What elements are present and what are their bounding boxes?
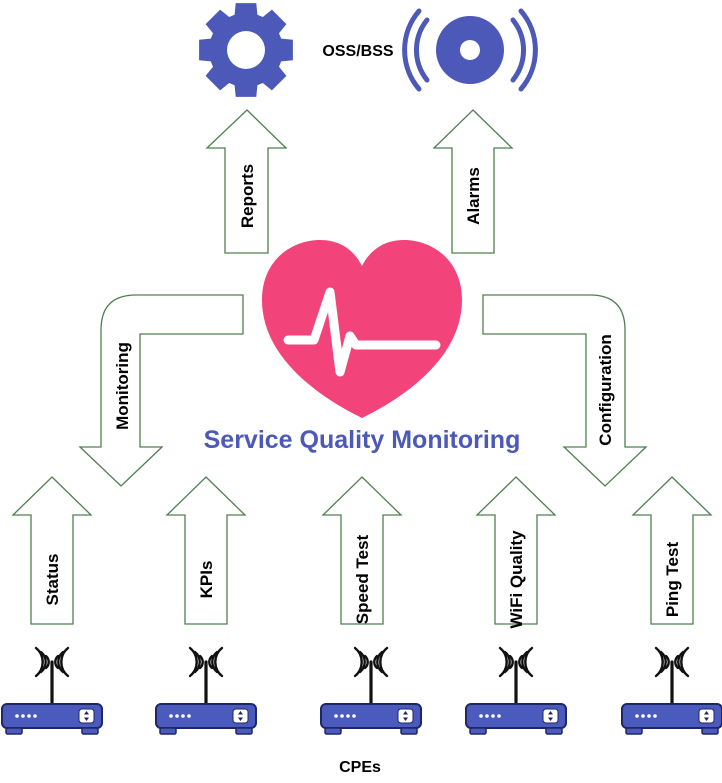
cpe-arrow-label: KPIs [197,561,216,599]
cpe-arrow-label: Status [43,554,62,606]
oss-bss-label: OSS/BSS [322,43,393,60]
monitoring-label: Monitoring [113,342,132,430]
alarms-label: Alarms [464,167,483,225]
cpe-arrows: Status KPIs Speed Test WiFi Quality Ping Tes… [11,476,713,629]
broadcast-alarm-icon [402,8,538,92]
heart-pulse-icon [262,240,462,418]
diagram-title: Service Quality Monitoring [204,426,521,454]
configuration-label: Configuration [596,334,615,445]
cpe-arrow-wifi-quality: WiFi Quality [475,476,557,629]
cpe-arrow-label: WiFi Quality [507,530,526,629]
cpes-label: CPEs [339,759,381,776]
cpe-arrow-label: Ping Test [663,542,682,618]
reports-label: Reports [238,164,257,228]
cpe-arrow-label: Speed Test [353,534,372,624]
cpe-arrow-status: Status [11,476,93,625]
gear-icon [199,3,293,97]
cpe-arrow-ping-test: Ping Test [631,476,713,625]
router-icon [0,646,104,736]
router-icon [464,646,568,736]
alarms-arrow: Alarms [432,109,514,254]
reports-arrow: Reports [205,109,288,254]
monitoring-arrow: Monitoring [78,294,244,487]
cpe-arrow-kpis: KPIs [165,476,247,625]
cpe-routers [0,646,722,736]
cpe-arrow-speed-test: Speed Test [321,476,403,625]
router-icon [154,646,258,736]
router-icon [620,646,722,736]
configuration-arrow: Configuration [482,294,648,487]
router-icon [319,646,423,736]
